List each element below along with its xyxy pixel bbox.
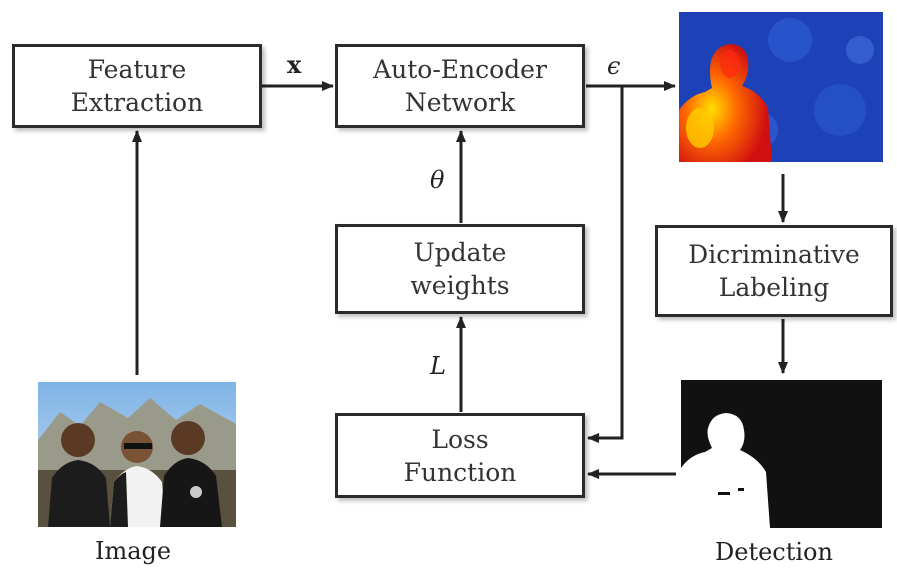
- feature-extraction-line1: Feature: [87, 55, 187, 84]
- update-weights-box: Update weights: [335, 224, 585, 314]
- discriminative-labeling-box: Dicriminative Labeling: [655, 225, 893, 317]
- detection-mask-image: [681, 380, 882, 528]
- error-heatmap-image: [679, 12, 883, 162]
- feature-extraction-line2: Extraction: [70, 88, 204, 117]
- feature-extraction-box: Feature Extraction: [12, 44, 262, 128]
- loss-function-box: Loss Function: [335, 413, 585, 498]
- auto-encoder-line1: Auto-Encoder: [373, 55, 547, 84]
- symbol-epsilon: ϵ: [607, 52, 621, 80]
- arrow-epsilon-to-loss: [587, 86, 624, 443]
- detection-caption: Detection: [715, 538, 833, 566]
- symbol-x: x: [287, 50, 302, 79]
- image-caption: Image: [95, 537, 172, 565]
- discriminative-labeling-line1: Dicriminative: [688, 240, 860, 269]
- loss-function-line1: Loss: [431, 424, 489, 454]
- discriminative-labeling-line2: Labeling: [718, 273, 830, 302]
- auto-encoder-box: Auto-Encoder Network: [335, 44, 585, 128]
- input-photo: [38, 382, 236, 527]
- loss-function-line2: Function: [403, 457, 517, 487]
- auto-encoder-line2: Network: [404, 88, 516, 117]
- symbol-theta: θ: [430, 166, 445, 194]
- update-weights-line2: weights: [410, 271, 510, 300]
- symbol-loss: L: [430, 352, 446, 380]
- update-weights-line1: Update: [413, 238, 507, 267]
